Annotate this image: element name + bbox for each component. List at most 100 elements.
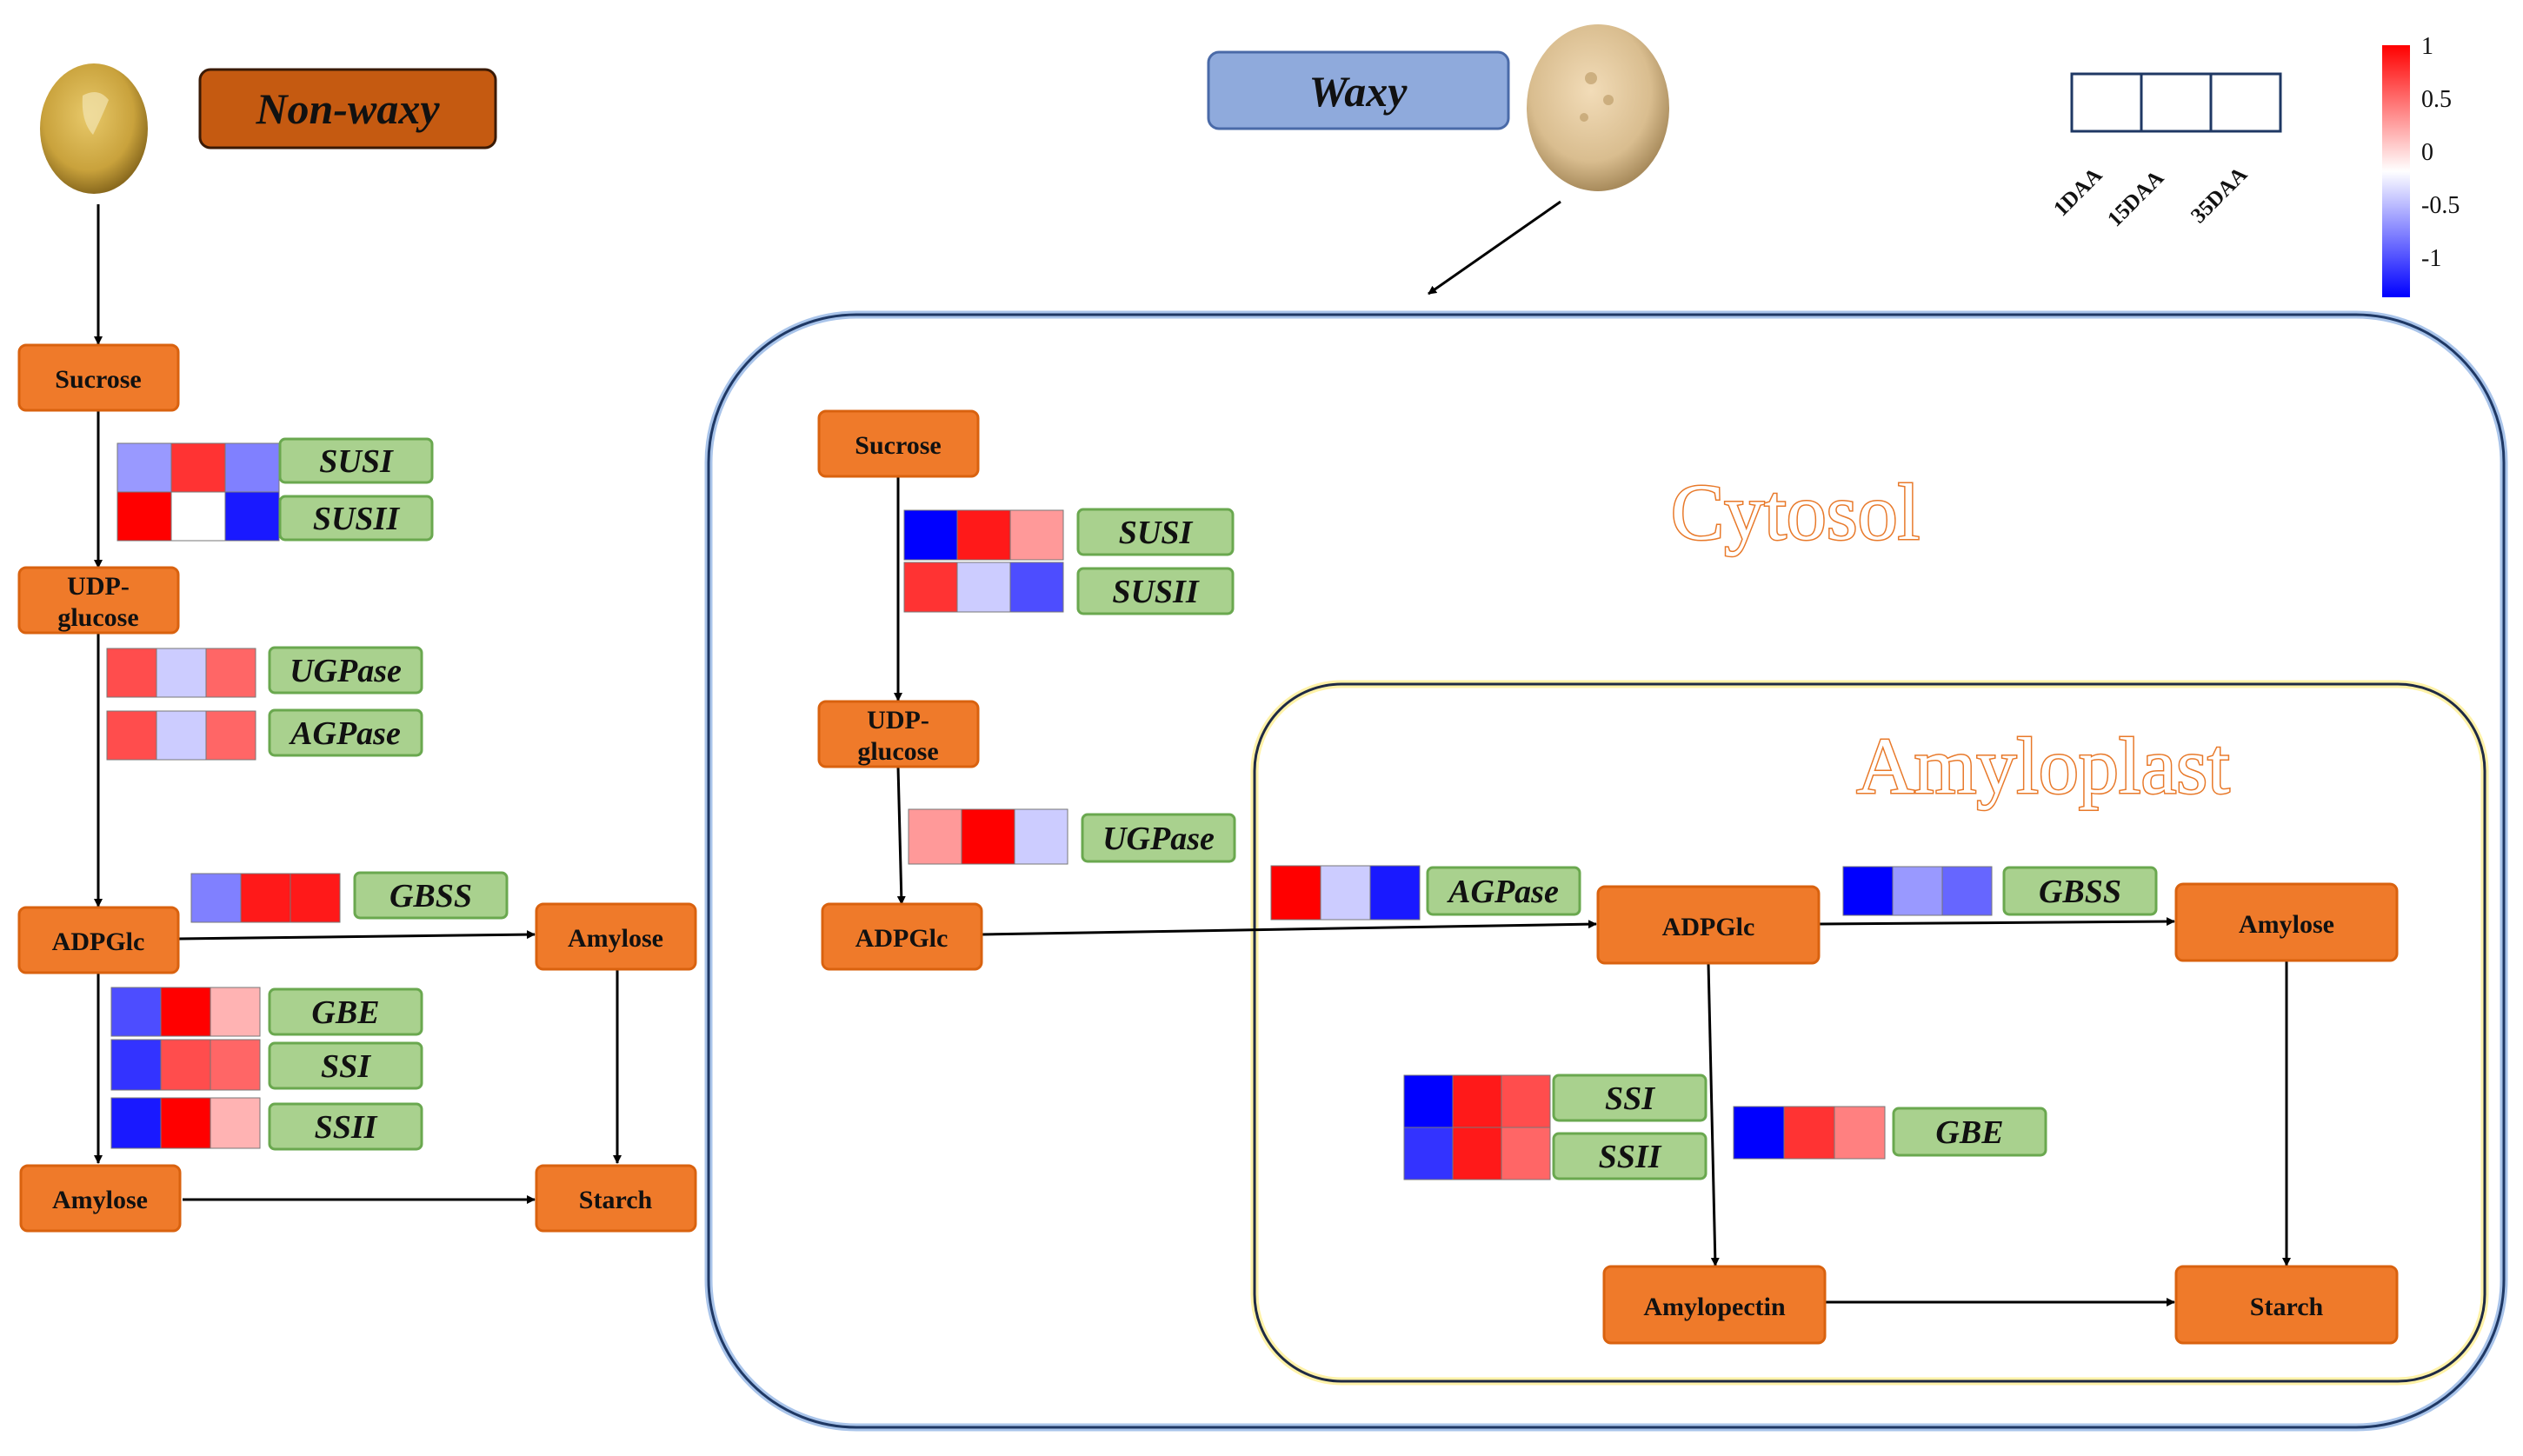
node-waxy-adpglc-cytosol: ADPGlc — [821, 902, 983, 971]
heatmap-cell-nonwaxy-ugpase-2 — [156, 648, 207, 698]
gene-label-box-waxy-ssi — [1552, 1074, 1708, 1122]
heatmap-cell-waxy-ugpase-2 — [961, 808, 1015, 865]
svg-text:glucose: glucose — [57, 603, 138, 632]
nonwaxy-seed-image — [40, 63, 148, 194]
heatmap-cell-waxy-gbss-1 — [1842, 866, 1894, 916]
heatmap-cell-waxy-gbss-2 — [1892, 866, 1943, 916]
svg-text:Amylose: Amylose — [2239, 910, 2334, 939]
heatmap-cell-waxy-gbe-3 — [1834, 1106, 1886, 1160]
gene-label-nonwaxy-ugpase: UGPase — [290, 653, 402, 689]
heatmap-cell-nonwaxy-susi-1 — [116, 442, 172, 493]
svg-text:UDP-: UDP- — [867, 706, 929, 735]
heatmap-cell-nonwaxy-ssi-1 — [110, 1039, 162, 1091]
svg-text:ADPGlc: ADPGlc — [52, 927, 145, 956]
svg-text:UDP-: UDP- — [67, 572, 130, 601]
heatmap-cell-nonwaxy-gbe-2 — [160, 987, 211, 1037]
svg-text:glucose: glucose — [857, 737, 938, 766]
gene-label-waxy-ssii: SSII — [1599, 1139, 1662, 1175]
scale-label-5: -1 — [2421, 245, 2441, 272]
gene-label-box-nonwaxy-ugpase — [268, 646, 423, 695]
node-waxy-starch: Starch — [2174, 1265, 2399, 1345]
heatmap-cell-nonwaxy-ugpase-3 — [205, 648, 256, 698]
node-label-line: glucose — [57, 603, 138, 632]
gene-label-waxy-agpase: AGPase — [1447, 874, 1559, 910]
gene-label-waxy-ugpase: UGPase — [1102, 821, 1215, 857]
heatmap-cell-waxy-agpase-1 — [1270, 865, 1321, 921]
gene-label-box-waxy-susi — [1076, 508, 1235, 556]
waxy-title: Waxy — [1309, 67, 1408, 116]
gene-heatmaps: SUSISUSIIUGPaseAGPaseGBSSGBESSISSIISUSIS… — [106, 437, 2158, 1180]
node-nonwaxy-amylose-top: Amylose — [535, 902, 697, 971]
gene-label-box-nonwaxy-gbss — [353, 871, 509, 920]
node-label-line: UDP- — [867, 706, 929, 735]
heatmap-cell-nonwaxy-gbe-3 — [210, 987, 261, 1037]
heatmap-cell-nonwaxy-agpase-1 — [106, 710, 157, 761]
gene-label-nonwaxy-gbe: GBE — [311, 994, 379, 1031]
gene-label-nonwaxy-ssii: SSII — [315, 1109, 378, 1146]
gene-label-nonwaxy-gbss: GBSS — [389, 878, 472, 914]
gene-label-nonwaxy-ssi: SSI — [321, 1048, 371, 1085]
stage-legend — [2070, 72, 2282, 133]
heatmap-cell-waxy-ssii-1 — [1403, 1127, 1454, 1180]
gene-label-box-waxy-ssii — [1552, 1132, 1708, 1180]
gene-label-box-waxy-gbss — [2002, 866, 2158, 916]
stage-label-1: 1DAA — [2049, 163, 2107, 221]
heatmap-cell-waxy-ssii-2 — [1452, 1127, 1502, 1180]
heatmap-cell-nonwaxy-ssii-3 — [210, 1097, 261, 1149]
svg-text:Amylose: Amylose — [52, 1186, 148, 1214]
heatmap-cell-nonwaxy-susii-2 — [170, 491, 226, 542]
gene-label-waxy-ssi: SSI — [1605, 1080, 1655, 1117]
svg-text:Sucrose: Sucrose — [855, 431, 941, 460]
node-waxy-amylose: Amylose — [2174, 882, 2399, 962]
node-nonwaxy-udp-glucose: UDP- glucose — [17, 566, 180, 635]
gene-label-box-waxy-susii — [1076, 567, 1235, 615]
gene-label-box-waxy-gbe — [1892, 1107, 2047, 1157]
scale-label-2: 0.5 — [2421, 86, 2452, 113]
heatmap-cell-waxy-susi-1 — [903, 509, 958, 561]
svg-text:Starch: Starch — [579, 1186, 653, 1214]
heatmap-cell-waxy-gbe-2 — [1783, 1106, 1835, 1160]
heatmap-cell-waxy-ssi-3 — [1501, 1074, 1551, 1128]
color-scale-bar — [2382, 45, 2410, 297]
heatmap-cell-waxy-susi-3 — [1009, 509, 1064, 561]
gene-label-nonwaxy-susi: SUSI — [319, 443, 394, 480]
svg-text:ADPGlc: ADPGlc — [855, 924, 949, 953]
node-nonwaxy-starch: Starch — [535, 1164, 697, 1233]
svg-text:Amylopectin: Amylopectin — [1643, 1293, 1786, 1321]
node-label-line: UDP- — [67, 572, 130, 601]
heatmap-cell-nonwaxy-susii-1 — [116, 491, 172, 542]
heatmap-cell-nonwaxy-gbss-1 — [190, 873, 242, 923]
node-waxy-sucrose: Sucrose — [817, 409, 980, 478]
heatmap-cell-nonwaxy-ssi-2 — [160, 1039, 211, 1091]
heatmap-cell-nonwaxy-susi-2 — [170, 442, 226, 493]
heatmap-cell-waxy-gbe-1 — [1733, 1106, 1785, 1160]
heatmap-cell-nonwaxy-ssi-3 — [210, 1039, 261, 1091]
gene-label-box-nonwaxy-susi — [278, 437, 434, 484]
gene-label-box-nonwaxy-susii — [278, 495, 434, 542]
heatmap-cell-waxy-susi-2 — [956, 509, 1011, 561]
stage-label-2: 15DAA — [2103, 166, 2168, 231]
heatmap-cell-nonwaxy-susii-3 — [224, 491, 280, 542]
cytosol-compartment — [704, 310, 2508, 1432]
heatmap-cell-waxy-agpase-2 — [1320, 865, 1371, 921]
waxy-seed-image — [1527, 24, 1669, 191]
heatmap-cell-waxy-agpase-3 — [1369, 865, 1421, 921]
gene-label-waxy-susii: SUSII — [1112, 574, 1199, 610]
heatmap-cell-waxy-ugpase-1 — [908, 808, 962, 865]
nonwaxy-title: Non-waxy — [255, 84, 440, 133]
svg-text:Sucrose: Sucrose — [55, 365, 141, 394]
heatmap-cell-waxy-ugpase-3 — [1014, 808, 1068, 865]
svg-text:ADPGlc: ADPGlc — [1662, 913, 1755, 941]
gene-label-nonwaxy-susii: SUSII — [313, 501, 400, 537]
gene-label-box-nonwaxy-ssi — [268, 1041, 423, 1090]
gene-label-box-nonwaxy-ssii — [268, 1102, 423, 1151]
waxy-title-box — [1207, 50, 1510, 130]
heatmap-cell-waxy-ssii-3 — [1501, 1127, 1551, 1180]
heatmap-cell-nonwaxy-ssii-2 — [160, 1097, 211, 1149]
heatmap-cell-nonwaxy-agpase-3 — [205, 710, 256, 761]
nonwaxy-title-box — [198, 68, 497, 150]
node-waxy-amylopectin: Amylopectin — [1602, 1265, 1827, 1345]
heatmap-cell-nonwaxy-ssii-1 — [110, 1097, 162, 1149]
gene-label-box-waxy-ugpase — [1081, 813, 1236, 863]
